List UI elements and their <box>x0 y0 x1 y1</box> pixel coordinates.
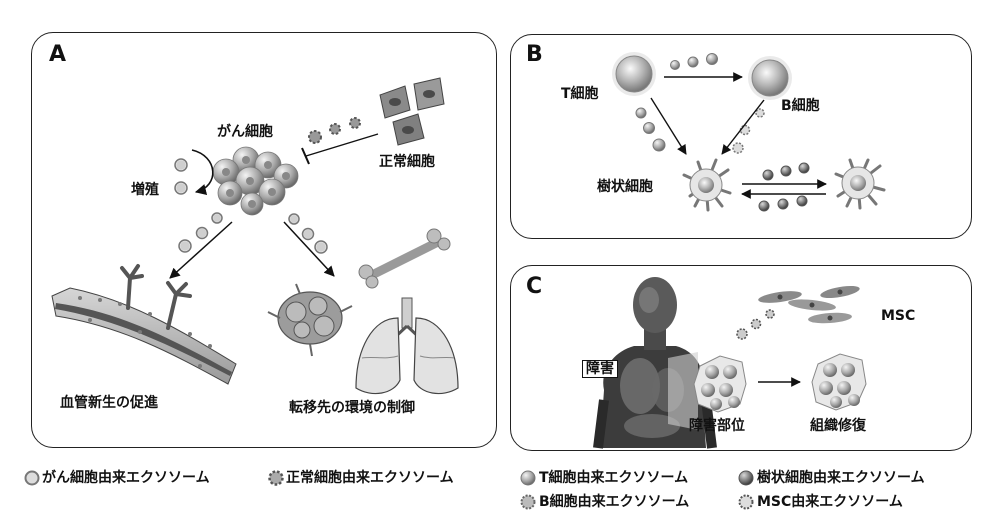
metastasis-label: 転移先の環境の制御 <box>289 400 415 416</box>
legend-dendritic-exosome: 樹状細胞由来エクソソーム <box>757 470 925 486</box>
panel-b-art <box>612 52 886 212</box>
legend-symbols <box>24 470 754 510</box>
legend-b-exosome-icon <box>520 494 536 510</box>
panel-c-letter: C <box>526 274 543 299</box>
dendritic-cell-2-icon <box>834 158 886 210</box>
b-cell-icon <box>748 56 792 100</box>
b-cell-label: B細胞 <box>781 98 820 114</box>
panel-a-letter: A <box>49 42 67 67</box>
legend-normal-exosome-icon <box>268 470 284 486</box>
legend-dendritic-exosome-icon <box>738 470 754 486</box>
normal-cell-label: 正常細胞 <box>379 154 435 170</box>
proliferation-label: 増殖 <box>131 182 159 198</box>
angiogenesis-label: 血管新生の促進 <box>60 395 158 411</box>
dendritic-cell-label: 樹状細胞 <box>597 179 653 195</box>
panel-c <box>510 265 972 451</box>
dendritic-cell-icon <box>682 158 732 212</box>
panel-a-art <box>51 77 459 395</box>
legend-cancer-exosome: がん細胞由来エクソソーム <box>42 470 210 486</box>
injury-site-cells-icon <box>693 355 747 413</box>
t-cell-icon <box>612 52 656 96</box>
injury-site-label: 障害部位 <box>689 418 745 434</box>
legend-normal-exosome: 正常細胞由来エクソソーム <box>286 470 454 486</box>
lymph-node-icon <box>267 283 353 357</box>
panel-b <box>510 34 972 239</box>
t-cell-label: T細胞 <box>561 86 599 102</box>
panel-c-art <box>593 277 867 449</box>
cancer-cell-label: がん細胞 <box>217 124 273 140</box>
normal-cells-icon <box>379 77 445 146</box>
legend-msc-exosome: MSC由来エクソソーム <box>757 494 903 510</box>
legend-b-exosome: B細胞由来エクソソーム <box>539 494 690 510</box>
legend-cancer-exosome-icon <box>24 470 40 486</box>
legend-t-exosome: T細胞由来エクソソーム <box>539 470 689 486</box>
lungs-icon <box>355 297 459 395</box>
blood-vessel-icon <box>51 264 237 385</box>
cancer-cell-cluster-icon <box>212 146 299 216</box>
injury-label: 障害 <box>582 360 618 378</box>
repaired-tissue-icon <box>811 353 867 411</box>
legend-msc-exosome-icon <box>738 494 754 510</box>
msc-label: MSC <box>881 308 916 324</box>
bone-icon <box>358 228 451 289</box>
tissue-repair-label: 組織修復 <box>810 418 866 434</box>
panel-b-letter: B <box>526 42 543 67</box>
msc-cells-icon <box>758 285 860 324</box>
legend-t-exosome-icon <box>520 470 536 486</box>
